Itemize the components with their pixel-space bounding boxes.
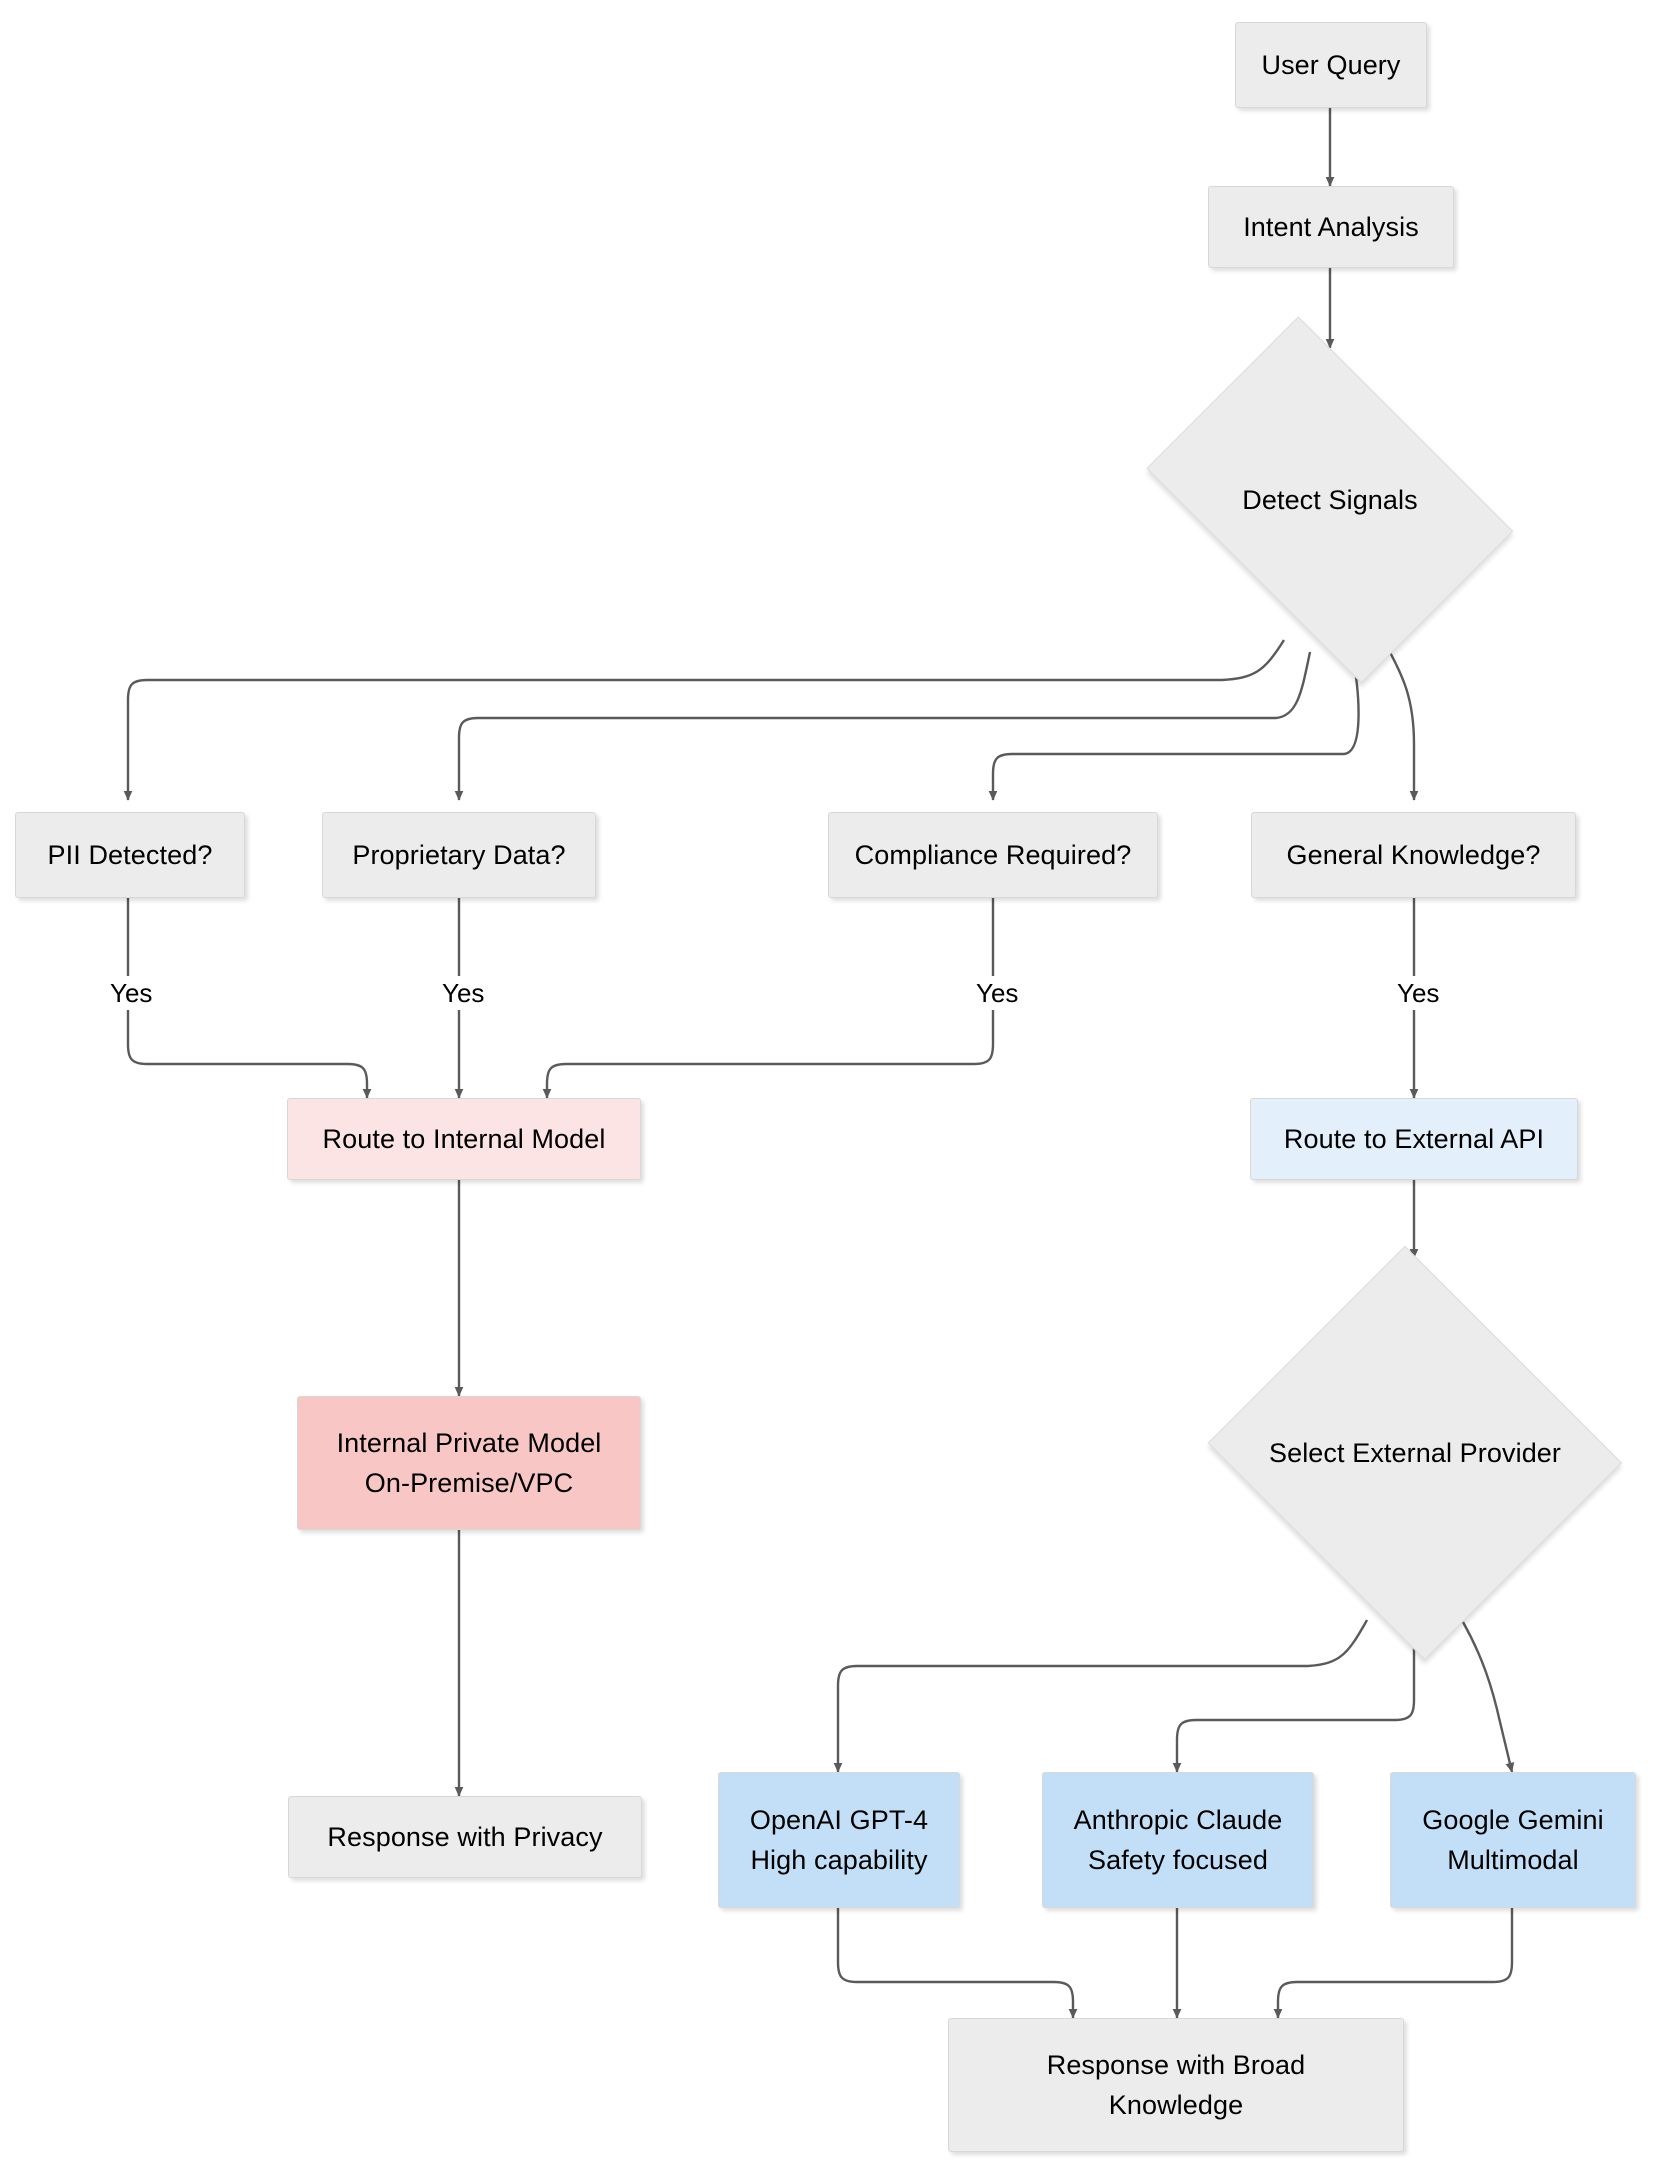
edge-select-to-anthropic [1172, 1640, 1416, 1773]
edge-openai-to-resp-broad [836, 1908, 1078, 2019]
node-route-internal-model[interactable]: Route to Internal Model [287, 1098, 641, 1180]
node-response-with-privacy-label: Response with Privacy [327, 1822, 603, 1852]
node-intent-analysis[interactable]: Intent Analysis [1208, 186, 1454, 268]
node-response-broad-knowledge-line1: Response with Broad [1046, 2050, 1306, 2080]
node-pii-detected-label: PII Detected? [47, 840, 213, 870]
node-google-gemini-label: Google Gemini Multimodal [1391, 1800, 1635, 1880]
node-openai-gpt4-label: OpenAI GPT-4 High capability [719, 1800, 959, 1880]
node-anthropic-claude-line1: Anthropic Claude [1073, 1805, 1283, 1835]
node-openai-gpt4-line2: High capability [750, 1845, 928, 1875]
node-pii-detected[interactable]: PII Detected? [15, 812, 245, 898]
node-general-knowledge[interactable]: General Knowledge? [1251, 812, 1576, 898]
node-anthropic-claude[interactable]: Anthropic Claude Safety focused [1042, 1772, 1314, 1908]
node-compliance-required-label: Compliance Required? [854, 840, 1132, 870]
node-google-gemini[interactable]: Google Gemini Multimodal [1390, 1772, 1636, 1908]
node-proprietary-data-label: Proprietary Data? [352, 840, 566, 870]
node-select-external-provider-label: Select External Provider [1268, 1438, 1562, 1468]
node-response-with-privacy[interactable]: Response with Privacy [288, 1796, 642, 1878]
node-intent-analysis-label: Intent Analysis [1243, 212, 1419, 242]
node-internal-private-model-line2: On-Premise/VPC [364, 1468, 574, 1498]
node-route-external-api[interactable]: Route to External API [1250, 1098, 1578, 1180]
node-compliance-required[interactable]: Compliance Required? [828, 812, 1158, 898]
node-anthropic-claude-line2: Safety focused [1087, 1845, 1268, 1875]
edge-label-yes-compliance: Yes [970, 976, 1025, 1010]
node-internal-private-model-line1: Internal Private Model [336, 1428, 602, 1458]
node-response-broad-knowledge[interactable]: Response with Broad Knowledge [948, 2018, 1404, 2152]
node-response-broad-knowledge-label: Response with Broad Knowledge [949, 2045, 1403, 2125]
node-detect-signals[interactable]: Detect Signals [1117, 316, 1543, 684]
edge-label-yes-general: Yes [1391, 976, 1446, 1010]
node-route-internal-model-label: Route to Internal Model [322, 1124, 606, 1154]
edge-gemini-to-resp-broad [1273, 1908, 1514, 2019]
node-openai-gpt4[interactable]: OpenAI GPT-4 High capability [718, 1772, 960, 1908]
node-response-broad-knowledge-line2: Knowledge [1108, 2090, 1244, 2120]
edge-label-yes-pii: Yes [104, 976, 159, 1010]
node-general-knowledge-label: General Knowledge? [1286, 840, 1541, 870]
node-google-gemini-line1: Google Gemini [1422, 1805, 1604, 1835]
node-openai-gpt4-line1: OpenAI GPT-4 [749, 1805, 929, 1835]
node-internal-private-model[interactable]: Internal Private Model On-Premise/VPC [297, 1396, 641, 1530]
node-route-external-api-label: Route to External API [1283, 1124, 1545, 1154]
node-internal-private-model-label: Internal Private Model On-Premise/VPC [298, 1423, 640, 1503]
edge-label-yes-proprietary: Yes [436, 976, 491, 1010]
edge-detect-to-pii [123, 639, 1286, 801]
node-anthropic-claude-label: Anthropic Claude Safety focused [1043, 1800, 1313, 1880]
node-user-query-label: User Query [1261, 50, 1401, 80]
edge-compliance-to-route-internal [542, 898, 995, 1099]
edge-pii-to-route-internal [126, 898, 372, 1099]
edge-detect-to-compliance [988, 651, 1360, 801]
node-detect-signals-label: Detect Signals [1242, 485, 1418, 515]
node-proprietary-data[interactable]: Proprietary Data? [322, 812, 596, 898]
edge-detect-to-proprietary [454, 651, 1312, 801]
edge-detect-to-general [1380, 637, 1419, 801]
node-google-gemini-line2: Multimodal [1447, 1845, 1579, 1875]
node-user-query[interactable]: User Query [1235, 22, 1427, 108]
node-select-external-provider[interactable]: Select External Provider [1200, 1245, 1630, 1661]
